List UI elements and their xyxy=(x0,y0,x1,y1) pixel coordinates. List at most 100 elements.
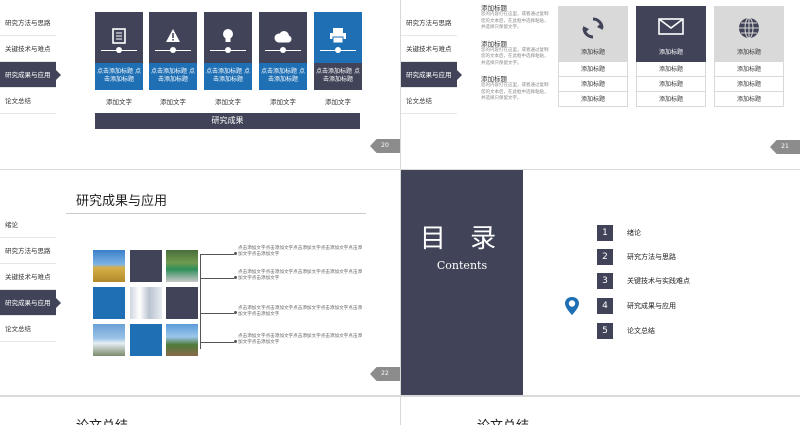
mail-icon xyxy=(658,16,684,40)
sidebar-item-methods[interactable]: 研究方法与思路 xyxy=(401,10,457,36)
sidebar-item-methods[interactable]: 研究方法与思路 xyxy=(0,10,56,36)
bullet-dot xyxy=(234,311,237,314)
slide-21-sidebar: 研究方法与思路 关键技术与难点 研究成果与应用 论文总结 xyxy=(401,10,462,114)
toc-number: 2 xyxy=(597,249,613,265)
toc-number: 5 xyxy=(597,323,613,339)
toc-number: 4 xyxy=(597,298,613,314)
wheat-field-image xyxy=(93,250,125,282)
column-caption: 添加文字 xyxy=(325,98,351,106)
list-heading: 添加标题 xyxy=(481,4,507,12)
title-divider xyxy=(66,213,366,214)
slide-22-sidebar: 绪论 研究方法与思路 关键技术与难点 研究成果与应用 论文总结 xyxy=(0,212,61,342)
sidebar-item-key-tech[interactable]: 关键技术与难点 xyxy=(0,264,56,290)
card-row: 添加标题 xyxy=(636,92,706,107)
image-placeholder xyxy=(93,287,125,319)
slide-22[interactable]: 研究成果与应用 绪论 研究方法与思路 关键技术与难点 研究成果与应用 论文总结 … xyxy=(0,170,400,395)
sidebar-item-summary[interactable]: 论文总结 xyxy=(401,88,457,114)
connector-line xyxy=(200,278,234,279)
toc-number: 3 xyxy=(597,273,613,289)
result-column-2: 点击添加标题 点击添加标题 添加文字 xyxy=(149,12,197,106)
connector-line xyxy=(200,254,234,255)
cloud-icon xyxy=(273,28,293,47)
contents-subtitle: Contents xyxy=(436,259,488,272)
column-caption: 添加文字 xyxy=(270,98,296,106)
image-placeholder xyxy=(130,250,162,282)
sidebar-item-intro[interactable]: 绪论 xyxy=(0,212,56,238)
sidebar-item-summary[interactable]: 论文总结 xyxy=(0,88,56,114)
list-text: 您的内容打在这里，或者通过复制您的文本后，在此框中选择粘贴，并选择只保留文字。 xyxy=(481,12,549,30)
truck-image xyxy=(166,250,198,282)
slide-23[interactable]: 目 录 Contents 1 绪论 2 研究方法与思路 3 关键技术与实践难点 … xyxy=(401,170,800,395)
slide-title: 研究成果与应用 xyxy=(76,194,168,209)
card-row: 添加标题 xyxy=(714,77,784,92)
bullet-dot xyxy=(234,252,237,255)
card-row: 添加标题 xyxy=(636,77,706,92)
column-title: 点击添加标题 点击添加标题 xyxy=(314,63,362,90)
slide-title: 论文总结 xyxy=(477,415,529,425)
contents-title: 目 录 xyxy=(419,224,505,254)
toc-label: 关键技术与实践难点 xyxy=(627,277,690,285)
page-number: 20 xyxy=(370,139,400,153)
slide-20-sidebar: 研究方法与思路 关键技术与难点 研究成果与应用 论文总结 xyxy=(0,10,61,114)
result-column-5: 点击添加标题 点击添加标题 添加文字 xyxy=(314,12,362,106)
card-3: 添加标题 添加标题 添加标题 添加标题 xyxy=(714,6,784,107)
contents-panel: 目 录 Contents xyxy=(401,170,523,395)
column-title: 点击添加标题 点击添加标题 xyxy=(95,63,143,90)
toc-number: 1 xyxy=(597,225,613,241)
toc-label: 绪论 xyxy=(627,229,641,237)
result-column-3: 点击添加标题 点击添加标题 添加文字 xyxy=(204,12,252,106)
paragraph: 点击添加文字点击添加文字点击添加文字点击添加文字点击添加文字点击添加文字 xyxy=(238,306,363,317)
sidebar-item-key-tech[interactable]: 关键技术与难点 xyxy=(0,36,56,62)
list-heading: 添加标题 xyxy=(481,39,507,48)
slide-24[interactable]: 论文总结 xyxy=(0,397,400,425)
slide-25[interactable]: 论文总结 xyxy=(401,397,800,425)
card-row: 添加标题 xyxy=(714,62,784,77)
recycle-icon xyxy=(581,16,605,44)
bullet-dot xyxy=(234,276,237,279)
connector-line xyxy=(200,313,234,314)
list-heading: 添加标题 xyxy=(481,75,507,83)
sidebar-item-methods[interactable]: 研究方法与思路 xyxy=(0,238,56,264)
toc-label: 论文总结 xyxy=(627,327,655,335)
column-title: 点击添加标题 点击添加标题 xyxy=(259,63,307,90)
column-caption: 添加文字 xyxy=(160,98,186,106)
toc-label: 研究成果与应用 xyxy=(627,302,676,310)
page-number: 21 xyxy=(770,140,800,154)
column-title: 点击添加标题 点击添加标题 xyxy=(149,63,197,90)
connector-line xyxy=(200,342,234,343)
building-image xyxy=(166,324,198,356)
results-bar: 研究成果 xyxy=(95,113,360,129)
text-list: 添加标题 您的内容打在这里，或者通过复制您的文本后，在此框中选择粘贴，并选择只保… xyxy=(481,0,551,103)
card-row: 添加标题 xyxy=(636,62,706,77)
printer-icon xyxy=(329,28,347,47)
sidebar-item-results[interactable]: 研究成果与应用 xyxy=(0,62,61,88)
bullet-dot xyxy=(234,340,237,343)
card-1: 添加标题 添加标题 添加标题 添加标题 xyxy=(558,6,628,107)
sidebar-item-results[interactable]: 研究成果与应用 xyxy=(0,290,61,316)
car-image xyxy=(93,324,125,356)
image-placeholder xyxy=(130,324,162,356)
page-number: 22 xyxy=(370,367,400,381)
result-column-4: 点击添加标题 点击添加标题 添加文字 xyxy=(259,12,307,106)
sidebar-item-results[interactable]: 研究成果与应用 xyxy=(401,62,462,88)
paragraph: 点击添加文字点击添加文字点击添加文字点击添加文字点击添加文字点击添加文字 xyxy=(238,246,363,257)
sidebar-item-summary[interactable]: 论文总结 xyxy=(0,316,56,342)
connector-line xyxy=(200,254,201,349)
globe-icon xyxy=(737,16,761,44)
slide-21[interactable]: 研究方法与思路 关键技术与难点 研究成果与应用 论文总结 添加标题 您的内容打在… xyxy=(401,0,800,169)
card-2: 添加标题 添加标题 添加标题 添加标题 xyxy=(636,6,706,107)
column-title: 点击添加标题 点击添加标题 xyxy=(204,63,252,90)
silos-image xyxy=(130,287,162,319)
list-text: 您的内容打在这里，或者通过复制您的文本后，在此框中选择粘贴，并选择只保留文字。 xyxy=(481,47,549,66)
card-row: 添加标题 xyxy=(558,62,628,77)
location-pin-icon xyxy=(564,296,580,320)
warning-icon xyxy=(165,28,181,47)
slide-20[interactable]: 研究方法与思路 关键技术与难点 研究成果与应用 论文总结 点击添加标题 点击添加… xyxy=(0,0,400,169)
list-text: 您的内容打在这里，或者通过复制您的文本后，在此框中选择粘贴，并选择只保留文字。 xyxy=(481,83,549,101)
result-column-1: 点击添加标题 点击添加标题 添加文字 xyxy=(95,12,143,106)
slide-title: 论文总结 xyxy=(76,415,128,425)
sidebar-item-key-tech[interactable]: 关键技术与难点 xyxy=(401,36,457,62)
paragraph: 点击添加文字点击添加文字点击添加文字点击添加文字点击添加文字点击添加文字 xyxy=(238,334,363,345)
column-caption: 添加文字 xyxy=(106,98,132,106)
